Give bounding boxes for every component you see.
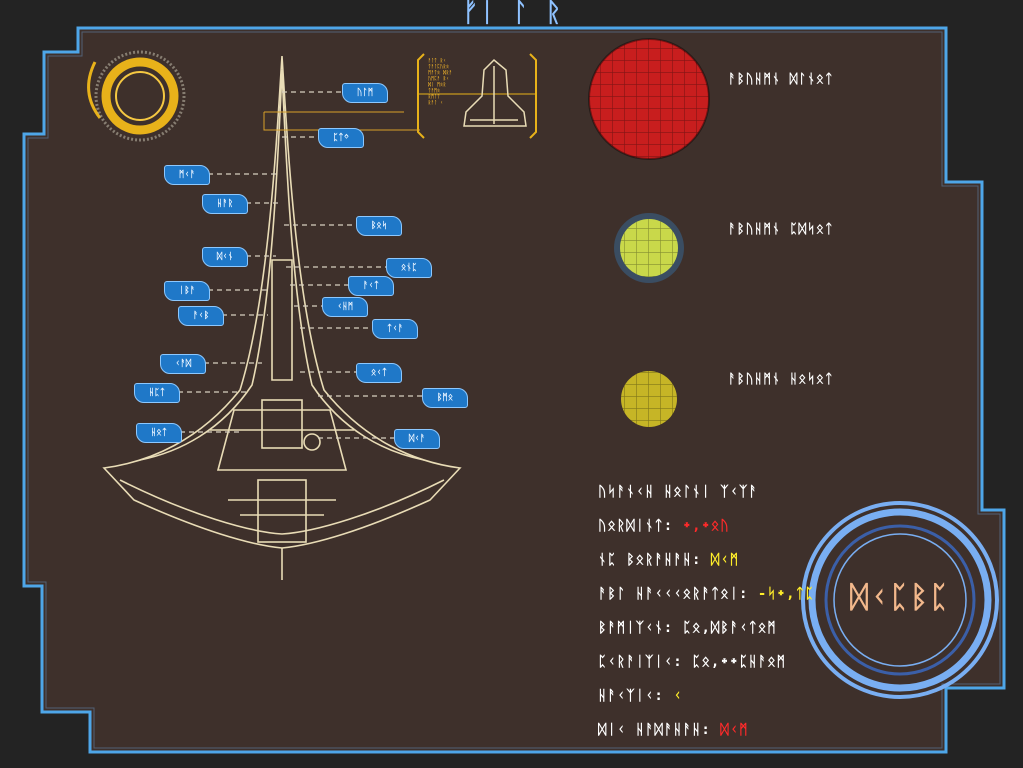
stat-row: ᛞᛁᚲ ᚺᚨᛞᚨᚺᚨᚺ: ᛞᚲᛗ (598, 722, 749, 738)
ship-tag[interactable]: ᛒᛗᛟ (422, 388, 468, 408)
moon-label-red: ᚨᛒᚢᚺᛗᚾ ᛞᛚᚾᛟᛏ (728, 72, 834, 87)
moon-yellow (621, 371, 677, 427)
ship-tag[interactable]: ᛒᛟᛋ (356, 216, 402, 236)
ship-tag[interactable]: ᛞᚲᚨ (394, 429, 440, 449)
stat-row: ᛒᚨᛗᛁᛉᚲᚾ: ᛈᛟ,ᛞᛒᚨᚲᛏᛟᛗ (598, 620, 777, 636)
ship-tag[interactable]: ᛈᛏᛜ (318, 128, 364, 148)
stat-row: ᛈᚲᚱᚨᛁᛉᛁᚲ: ᛈᛟ,᛭᛭ᛈᚺᚨᛟᛗ (598, 654, 787, 670)
stat-row: ᚺᚨᚲᛉᛁᚲ: ᚲ (598, 688, 683, 704)
mini-ship-panel (417, 53, 537, 139)
callout-lines (178, 91, 424, 439)
ship-tag[interactable]: ᚨᚲᛒ (178, 306, 224, 326)
ship-tag[interactable]: ᛟᚲᛏ (356, 363, 402, 383)
moon-lime (614, 213, 684, 283)
blue-ring-dial[interactable] (801, 501, 999, 699)
ship-tag[interactable]: ᚲᚺᛗ (322, 297, 368, 317)
ship-tag[interactable]: ᛁᛒᚨ (164, 281, 210, 301)
moon-label-yellow: ᚨᛒᚢᚺᛗᚾ ᚺᛟᛋᛟᛏ (728, 372, 834, 387)
ship-tag[interactable]: ᛏᚲᚨ (372, 319, 418, 339)
ship-blueprint (102, 55, 462, 580)
ring-label: ᛞᚲᛈᛒᛈ (850, 580, 950, 615)
ship-tag[interactable]: ᚲᚨᛞ (160, 354, 206, 374)
ship-tag[interactable]: ᚺᚨᚱ (202, 194, 248, 214)
stat-row: ᚾᛈ ᛒᛟᚱᚨᚺᚨᚺ: ᛞᚲᛗ (598, 552, 740, 568)
moon-red (588, 38, 710, 160)
stat-row: ᚢᛋᚨᚾᚲᚺ ᚺᛟᛚᚾᛁ ᛉᚲᛉᚨ (598, 484, 758, 500)
mini-panel-text: ᚨᛚᛏ ᚱᚲ ᛏᚨᛚᛈᚢᚱᛟ ᛗᚨᛏᛟ ᛞᚱᚨ ᚢᛗᛈᚨ ᛒᚲ ᛞᛁ ᛗᛟᚱ ᛏ… (428, 58, 453, 106)
screen-title: ᚠᛁ ᛚ ᚱ (462, 0, 563, 28)
planet-stats: ᚢᛋᚨᚾᚲᚺ ᚺᛟᛚᚾᛁ ᛉᚲᛉᚨ ᚢᛟᚱᛞᛁᚾᛏ: ᛭,᛭ᛟᚢ ᚾᛈ ᛒᛟᚱᚨ… (598, 478, 814, 750)
ship-tag[interactable]: ᚢᛚᛗ (342, 83, 388, 103)
moon-label-lime: ᚨᛒᚢᚺᛗᚾ ᛈᛞᛋᛟᛏ (728, 222, 834, 237)
ship-tag[interactable]: ᚺᛟᛏ (136, 423, 182, 443)
emblem-icon (87, 50, 186, 142)
stat-row: ᚨᛒᛚ ᚺᚨᚲᚲᚲᛟᚱᚨᛏᛟᛁ: -ᛋ᛭,ᛏᛈ (598, 586, 815, 602)
ship-tag[interactable]: ᚨᚲᛏ (348, 276, 394, 296)
ship-tag[interactable]: ᛟᚾᛈ (386, 258, 432, 278)
ship-tag[interactable]: ᚺᛈᛏ (134, 383, 180, 403)
ship-tag[interactable]: ᛞᚲᚾ (202, 247, 248, 267)
stat-row: ᚢᛟᚱᛞᛁᚾᛏ: ᛭,᛭ᛟᚢ (598, 518, 730, 534)
ship-tag[interactable]: ᛗᚲᚨ (164, 165, 210, 185)
